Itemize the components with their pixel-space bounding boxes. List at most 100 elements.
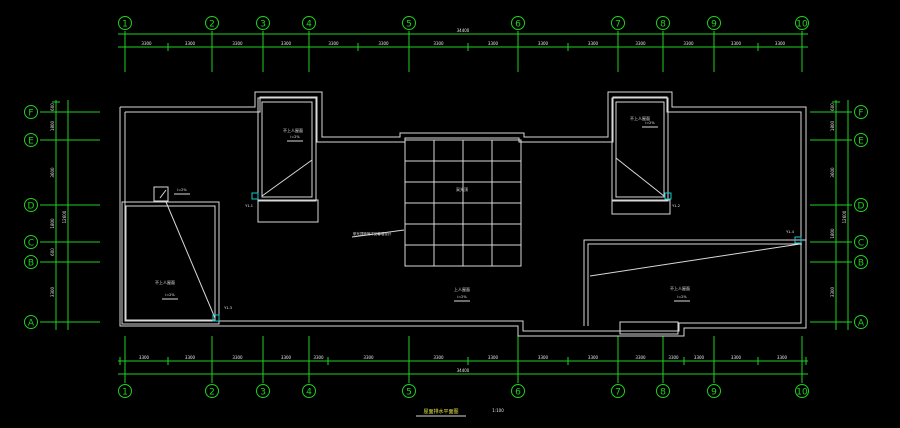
dim-bottom-value: 3300 [694, 355, 705, 360]
axis-label-right-D: D [858, 202, 865, 212]
dim-top-value: 3300 [683, 41, 694, 46]
axis-bubble-top-10 [795, 16, 809, 30]
axis-bubble-left-D [24, 198, 38, 212]
dim-bottom-value: 3300 [668, 355, 679, 360]
axis-bubble-bottom-3 [256, 384, 270, 398]
dim-right-value: 3300 [830, 286, 835, 297]
axis-label-bottom-3: 3 [260, 388, 266, 398]
dim-left-value: 1800 [50, 120, 55, 131]
room-label: 不上人屋面 [630, 115, 650, 121]
room-label: 上人屋面 [454, 286, 470, 292]
axis-bubble-right-F [854, 105, 868, 119]
axis-bubble-left-C [24, 235, 38, 249]
axis-label-top-9: 9 [711, 20, 717, 30]
pipe-label: Y1-2 [672, 204, 680, 208]
dim-top-value: 3300 [588, 41, 599, 46]
dim-bottom-value: 3300 [139, 355, 150, 360]
axis-label-bottom-6: 6 [515, 388, 521, 398]
dim-right-value: 1800 [830, 228, 835, 239]
room-label: 不上人屋面 [155, 279, 175, 285]
dim-top-value: 3300 [538, 41, 549, 46]
axis-bubble-top-8 [656, 16, 670, 30]
axis-label-top-5: 5 [406, 20, 412, 30]
axis-label-left-F: F [28, 109, 33, 119]
dim-right-value: 600 [830, 103, 835, 111]
dim-right-total: 12600 [842, 210, 847, 223]
axis-bubble-bottom-5 [402, 384, 416, 398]
axis-label-right-F: F [858, 109, 863, 119]
roof-drain-icon [251, 192, 259, 200]
roof-drains [212, 192, 802, 322]
axis-label-top-6: 6 [515, 20, 521, 30]
room-label: 不上人屋面 [283, 127, 303, 133]
pipe-label: Y1-3 [224, 306, 232, 310]
axis-bubble-top-9 [707, 16, 721, 30]
axis-bubble-bottom-2 [205, 384, 219, 398]
axis-label-top-8: 8 [660, 20, 666, 30]
axis-bubble-bottom-1 [118, 384, 132, 398]
axis-bubble-left-E [24, 133, 38, 147]
axis-label-top-2: 2 [209, 20, 215, 30]
dim-bottom-value: 3300 [433, 355, 444, 360]
dim-right-value: 3600 [830, 167, 835, 178]
axis-label-right-E: E [858, 137, 864, 147]
slope-label: i=2% [177, 188, 187, 192]
drawing-title: 屋面排水平面图 [423, 408, 458, 415]
dim-top-value: 3300 [775, 41, 786, 46]
axis-bubble-top-4 [302, 16, 316, 30]
roof-outline [119, 91, 807, 337]
dim-left-value: 600 [50, 248, 55, 256]
axis-label-top-10: 10 [796, 20, 808, 30]
dim-top-value: 3300 [378, 41, 389, 46]
dim-left-value: 3300 [50, 286, 55, 297]
slope-label: i=2% [290, 135, 300, 139]
axis-label-left-E: E [28, 137, 34, 147]
axis-bubble-right-B [854, 255, 868, 269]
axis-bubble-right-D [854, 198, 868, 212]
slope-label: i=2% [457, 295, 467, 299]
axis-bubble-right-A [854, 315, 868, 329]
axis-label-top-3: 3 [260, 20, 266, 30]
axis-bubble-bottom-6 [511, 384, 525, 398]
dim-bottom-value: 3300 [588, 355, 599, 360]
axis-bubble-top-6 [511, 16, 525, 30]
axis-label-top-4: 4 [306, 20, 312, 30]
axis-label-bottom-8: 8 [660, 388, 666, 398]
axis-bubble-top-1 [118, 16, 132, 30]
dim-bottom-value: 3300 [185, 355, 196, 360]
dim-top-value: 3300 [232, 41, 243, 46]
axis-bubble-right-C [854, 235, 868, 249]
axis-label-right-C: C [858, 239, 864, 249]
dim-bottom-value: 3300 [488, 355, 499, 360]
dim-bottom-value: 3300 [313, 355, 324, 360]
dim-top-value: 3300 [281, 41, 292, 46]
axis-bubble-top-7 [611, 16, 625, 30]
pipe-label: Y1-4 [786, 230, 795, 234]
axis-label-top-1: 1 [122, 20, 128, 30]
dimension-lines: 3300 3300 3300 3300 3300 3300 3300 3300 3300 3300… [50, 28, 849, 375]
axis-label-left-D: D [28, 202, 35, 212]
axis-label-left-C: C [28, 239, 34, 249]
dim-bottom-value: 3300 [538, 355, 549, 360]
axis-bubble-top-5 [402, 16, 416, 30]
dim-left-value: 1800 [50, 218, 55, 229]
axis-label-bottom-9: 9 [711, 388, 717, 398]
axis-bubble-left-A [24, 315, 38, 329]
axis-label-bottom-1: 1 [122, 388, 128, 398]
dim-top-value: 3300 [488, 41, 499, 46]
slope-label: i=2% [645, 121, 655, 125]
dim-bottom-value: 3300 [635, 355, 646, 360]
roof-drain-icon [664, 192, 672, 200]
dim-top-value: 3300 [731, 41, 742, 46]
axis-bubble-left-B [24, 255, 38, 269]
axis-label-top-7: 7 [615, 20, 621, 30]
axis-label-left-B: B [28, 259, 34, 269]
dim-left-value: 600 [50, 103, 55, 111]
note-leader [351, 229, 405, 238]
dim-right-value: 1800 [830, 120, 835, 131]
axis-label-right-A: A [858, 319, 865, 329]
axis-label-left-A: A [28, 319, 35, 329]
room-label: 不上人屋面 [670, 285, 690, 291]
dim-bottom-value: 3300 [363, 355, 374, 360]
